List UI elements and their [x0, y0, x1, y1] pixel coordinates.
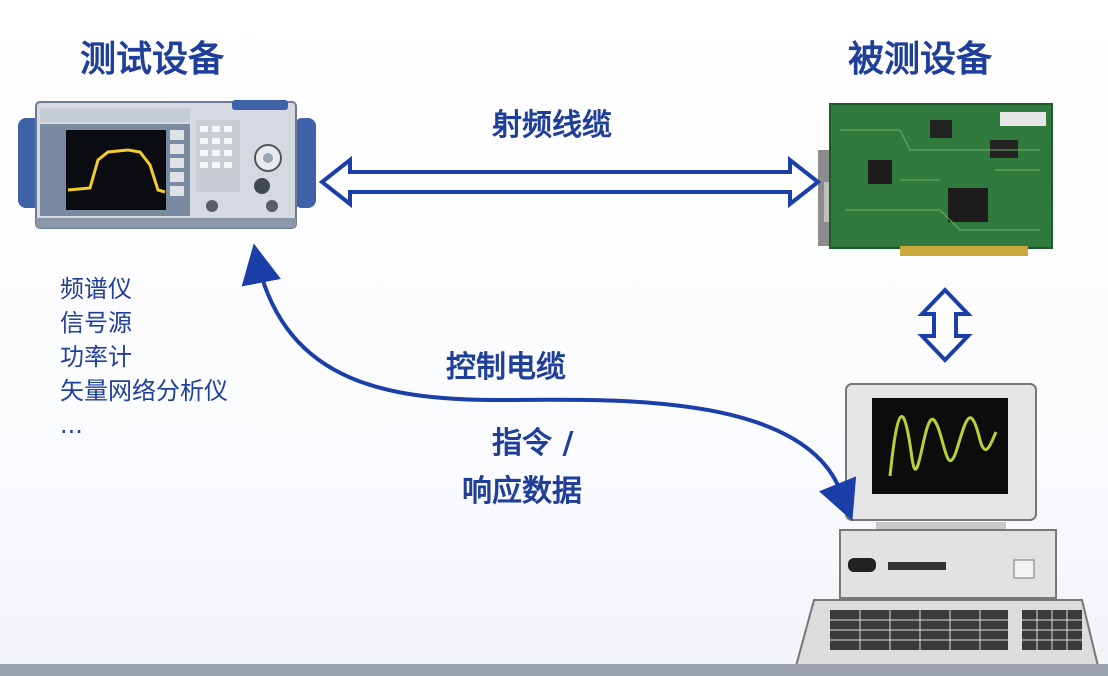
list-item: 频谱仪 [60, 272, 228, 306]
list-item: 矢量网络分析仪 [60, 374, 228, 408]
dut-title: 被测设备 [848, 30, 992, 82]
bottom-bar [0, 664, 1108, 676]
equipment-list: 频谱仪 信号源 功率计 矢量网络分析仪 ... [60, 272, 228, 442]
rf-cable-arrow [322, 160, 818, 204]
control-cable-label: 控制电缆 [446, 342, 566, 386]
test-equipment-title: 测试设备 [80, 30, 224, 82]
commands-label: 指令 / [492, 418, 573, 462]
response-data-label: 响应数据 [462, 466, 582, 510]
rf-cable-label: 射频线缆 [492, 100, 612, 144]
desktop-computer-icon [796, 384, 1098, 666]
list-item: 信号源 [60, 306, 228, 340]
list-item: ... [60, 408, 228, 442]
list-item: 功率计 [60, 340, 228, 374]
pcb-card-icon [818, 104, 1052, 256]
spectrum-analyzer-icon [18, 100, 316, 228]
dut-computer-arrow [922, 290, 968, 360]
